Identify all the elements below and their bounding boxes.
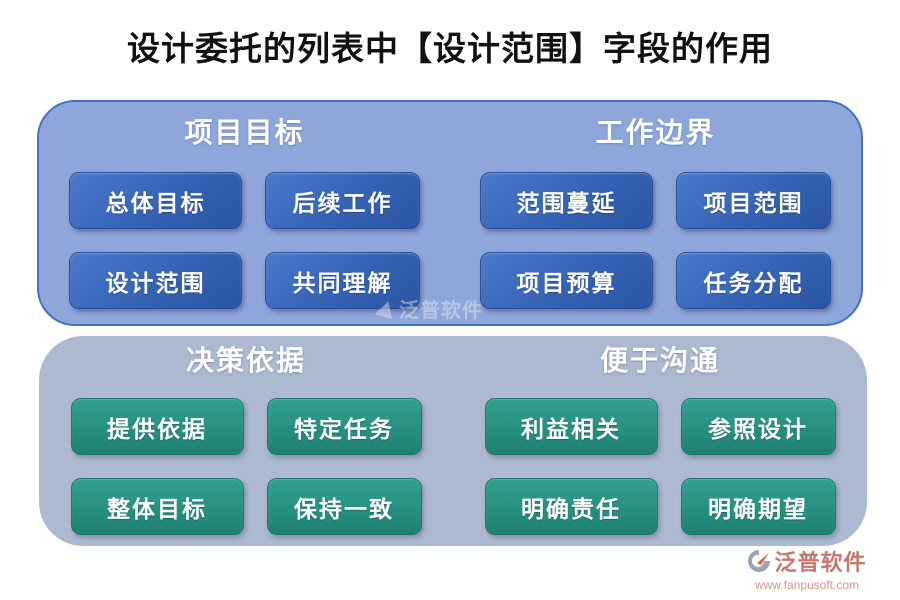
tag-follow-up-work[interactable]: 后续工作 <box>265 172 420 229</box>
tag-project-budget[interactable]: 项目预算 <box>480 252 653 309</box>
panel-decision-communication: 决策依据 提供依据 特定任务 整体目标 保持一致 便于沟通 利益相关 参照设计 … <box>39 336 867 546</box>
brand-name: 泛普软件 <box>774 550 867 575</box>
button-grid: 提供依据 特定任务 整体目标 保持一致 <box>70 398 422 535</box>
tag-task-allocation[interactable]: 任务分配 <box>676 252 831 309</box>
tag-specific-task[interactable]: 特定任务 <box>266 398 422 455</box>
section-decision-basis: 决策依据 提供依据 特定任务 整体目标 保持一致 <box>39 336 453 546</box>
page-title: 设计委托的列表中【设计范围】字段的作用 <box>127 32 773 68</box>
button-grid: 范围蔓延 项目范围 项目预算 任务分配 <box>480 172 831 309</box>
tag-overall-objective[interactable]: 整体目标 <box>70 478 244 535</box>
brand-logo: 泛普软件 www.fanpusoft.com <box>722 545 892 592</box>
tag-clear-responsibility[interactable]: 明确责任 <box>484 478 658 535</box>
tag-scope-creep[interactable]: 范围蔓延 <box>480 172 653 229</box>
tag-provide-basis[interactable]: 提供依据 <box>70 398 244 455</box>
button-grid: 总体目标 后续工作 设计范围 共同理解 <box>69 172 420 309</box>
fanpu-logo-icon <box>748 550 771 572</box>
brand-row: 泛普软件 <box>747 545 866 577</box>
tag-stakeholders[interactable]: 利益相关 <box>484 398 658 455</box>
panel-project-goal-boundary: 项目目标 总体目标 后续工作 设计范围 共同理解 工作边界 范围蔓延 项目范围 … <box>37 100 863 326</box>
tag-keep-consistent[interactable]: 保持一致 <box>266 478 422 535</box>
tag-clear-expectation[interactable]: 明确期望 <box>680 478 836 535</box>
section-header-easy-communication: 便于沟通 <box>599 346 720 377</box>
tag-project-scope[interactable]: 项目范围 <box>676 172 831 229</box>
section-easy-communication: 便于沟通 利益相关 参照设计 明确责任 明确期望 <box>453 336 867 546</box>
tag-reference-design[interactable]: 参照设计 <box>680 398 836 455</box>
section-work-boundary: 工作边界 范围蔓延 项目范围 项目预算 任务分配 <box>450 102 861 324</box>
tag-common-understanding[interactable]: 共同理解 <box>265 252 420 309</box>
tag-overall-goal[interactable]: 总体目标 <box>69 172 242 229</box>
section-header-work-boundary: 工作边界 <box>595 118 716 149</box>
button-grid: 利益相关 参照设计 明确责任 明确期望 <box>484 398 836 535</box>
section-project-goal: 项目目标 总体目标 后续工作 设计范围 共同理解 <box>39 102 450 324</box>
brand-url-link[interactable]: www.fanpusoft.com <box>754 578 860 592</box>
tag-design-scope[interactable]: 设计范围 <box>69 252 242 309</box>
section-header-project-goal: 项目目标 <box>184 118 305 149</box>
section-header-decision-basis: 决策依据 <box>185 346 306 377</box>
